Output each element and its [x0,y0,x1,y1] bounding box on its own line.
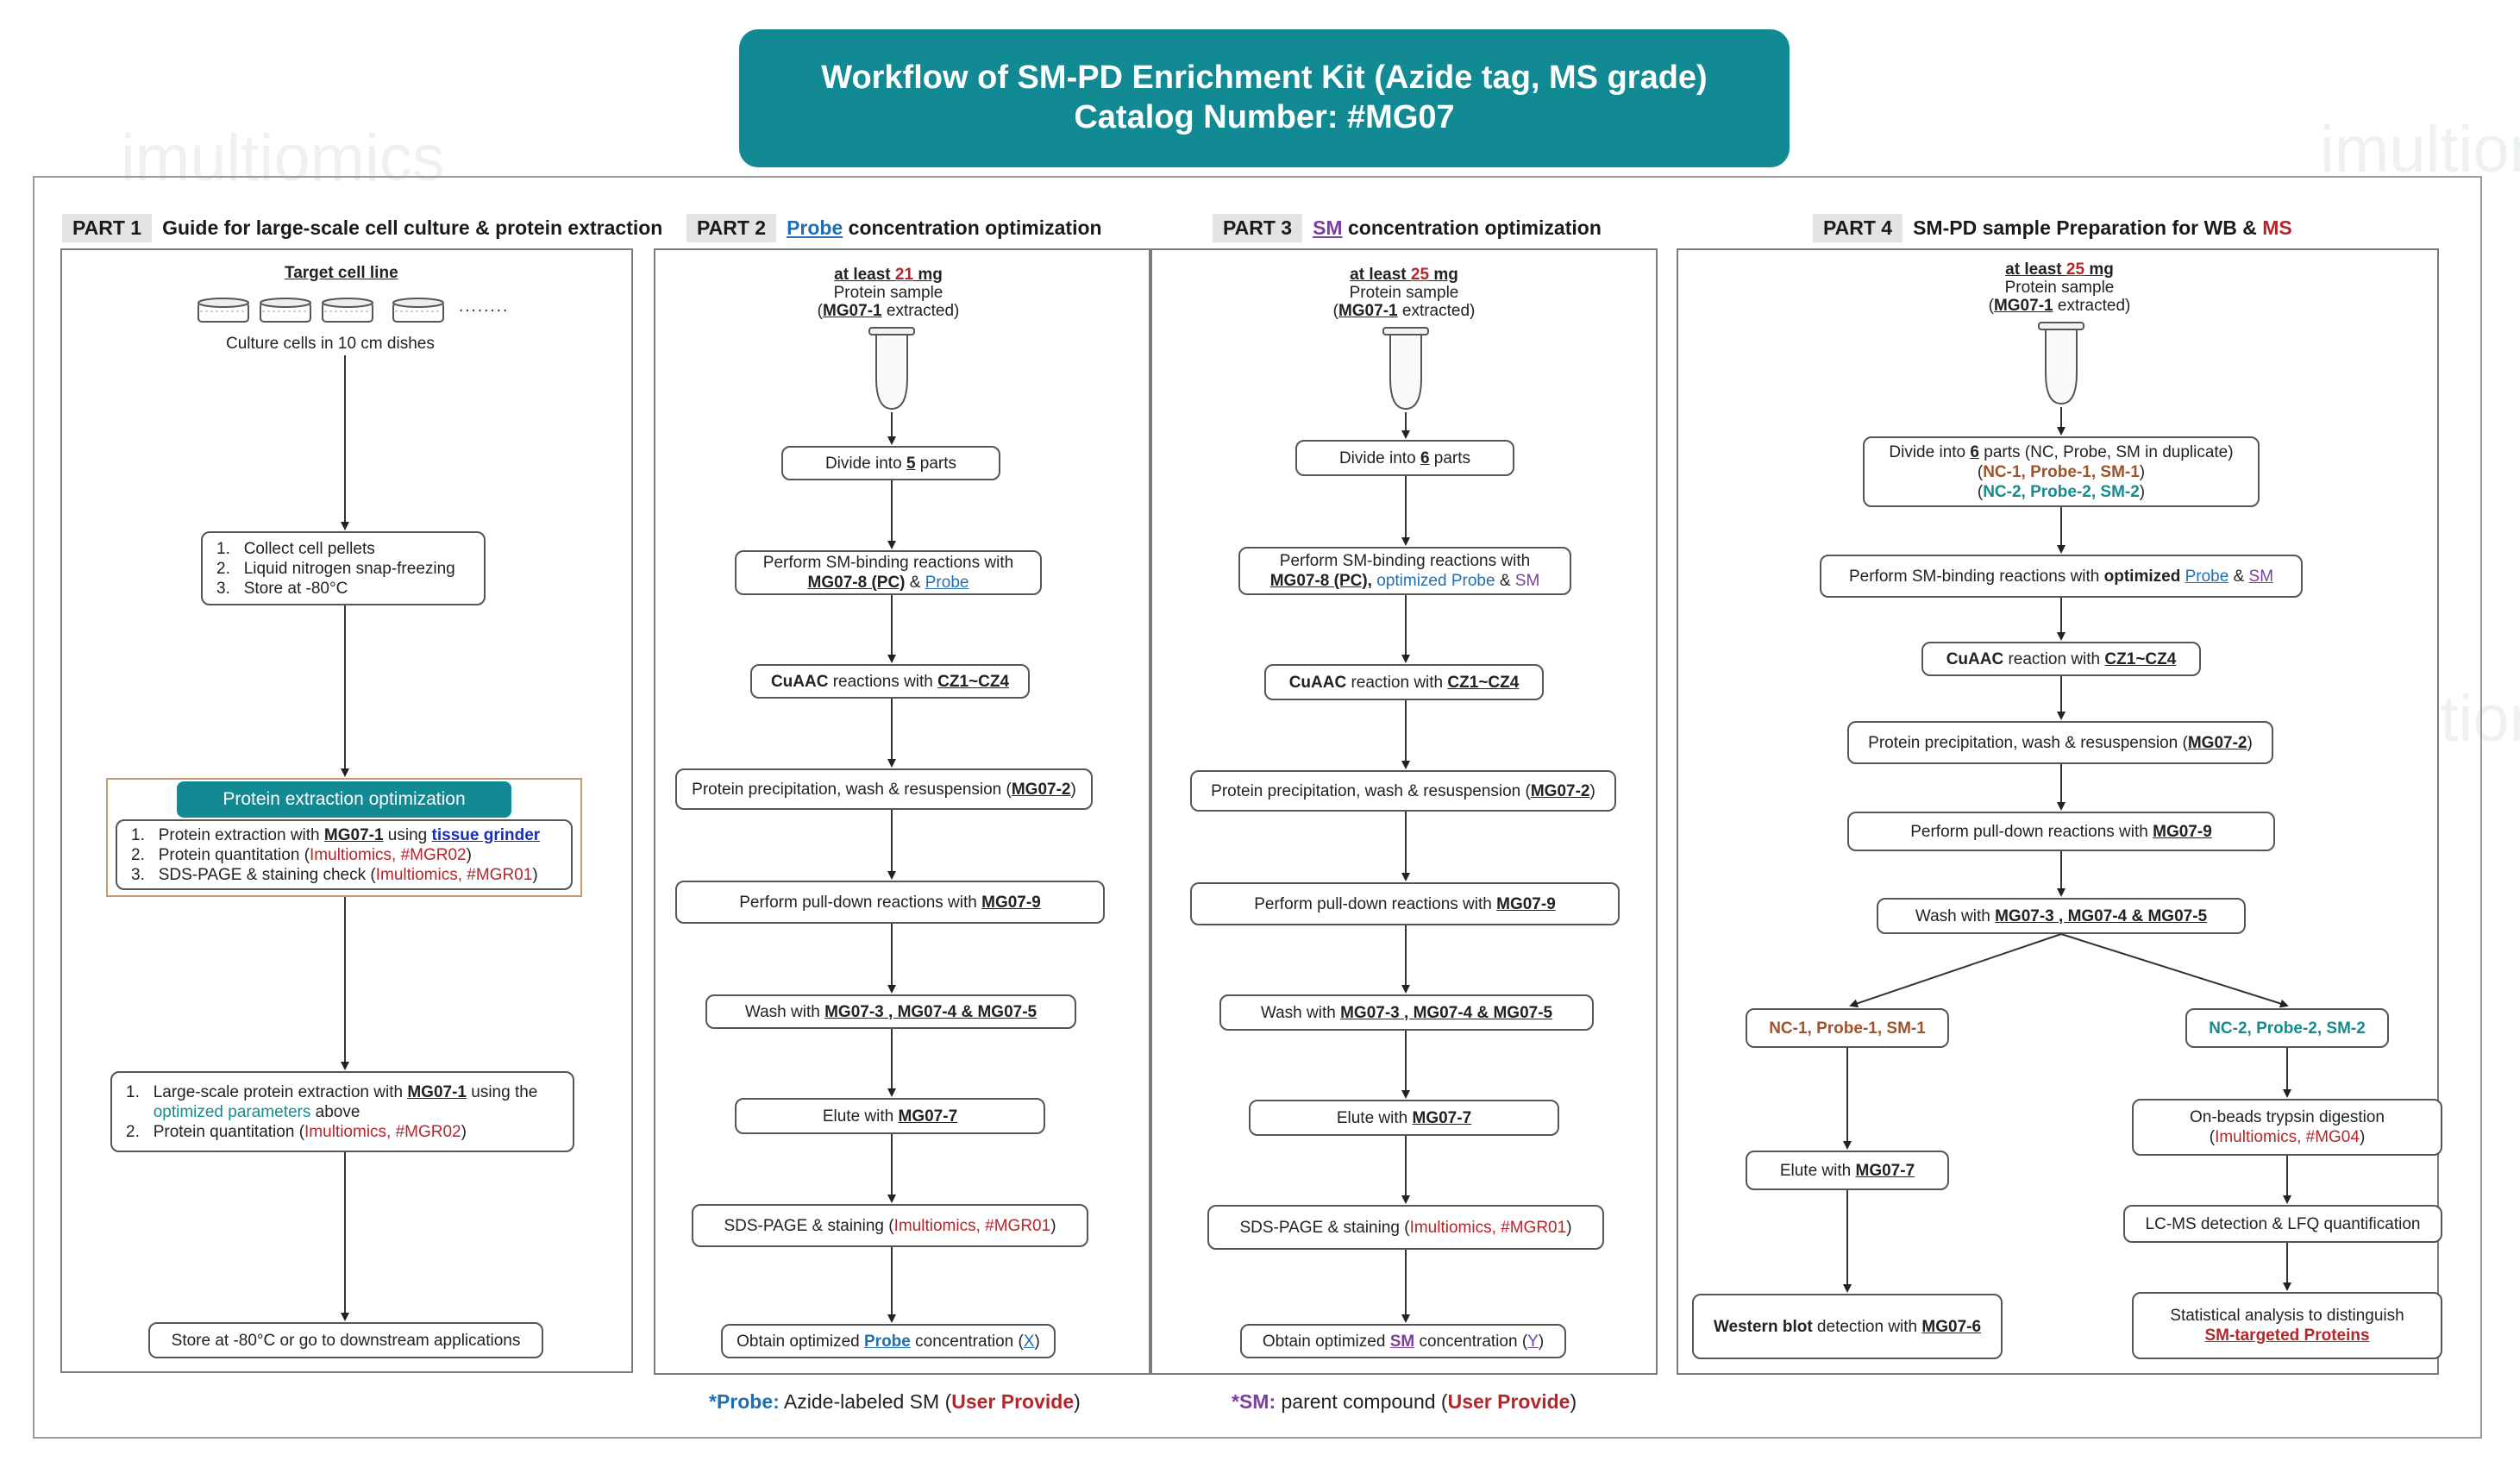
p3-precipitation: Protein precipitation, wash & resuspensi… [1190,770,1616,812]
watermark: imultiomics [121,122,445,195]
culture-dishes [197,298,444,323]
part1-heading-text: Guide for large-scale cell culture & pro… [162,216,663,239]
p4-precipitation: Protein precipitation, wash & resuspensi… [1847,721,2273,764]
p2-obtain: Obtain optimized Probe concentration (X) [721,1324,1056,1358]
tube-icon [2038,322,2084,405]
p3-divide: Divide into 6 parts [1295,440,1514,476]
title-line-1: Workflow of SM-PD Enrichment Kit (Azide … [821,60,1708,96]
p4-elute: Elute with MG07-7 [1746,1151,1949,1190]
p2-precipitation: Protein precipitation, wash & resuspensi… [675,768,1093,810]
collect-step: 1. Collect cell pellets [216,539,375,558]
p4-cuaac: CuAAC reaction with CZ1~CZ4 [1921,642,2201,676]
workflow-frame [33,176,2482,1439]
p4-wash: Wash with MG07-3 , MG07-4 & MG07-5 [1877,898,2246,934]
p4-trypsin: On-beads trypsin digestion(Imultiomics, … [2132,1099,2442,1156]
optimization-group [106,778,582,897]
p2-wash: Wash with MG07-3 , MG07-4 & MG07-5 [705,994,1076,1029]
target-cell-line-label: Target cell line [285,264,398,282]
part3-tag: PART 3 [1213,214,1303,242]
p4-lcms: LC-MS detection & LFQ quantification [2123,1205,2442,1243]
p4-western-blot: Western blot detection with MG07-6 [1692,1294,2003,1359]
optimization-steps-box: 1. Protein extraction with MG07-1 using … [116,819,573,890]
collect-steps-box: 1. Collect cell pellets 2. Liquid nitrog… [201,531,486,605]
dish-icon [392,298,444,323]
part1-heading: PART 1 Guide for large-scale cell culture… [62,214,662,242]
part2-tag: PART 2 [686,214,777,242]
culture-label: Culture cells in 10 cm dishes [226,335,435,353]
large-step: 1. Large-scale protein extraction with M… [126,1082,538,1101]
dish-icon [322,298,373,323]
p4-branch-right: NC-2, Probe-2, SM-2 [2185,1008,2389,1048]
tube-icon [868,327,915,411]
part4-sample-source: at least 25 mg Protein sample (MG07-1 ex… [1988,260,2131,315]
p2-divide: Divide into 5 parts [781,446,1000,480]
opt-step: 3. SDS-PAGE & staining check (Imultiomic… [131,865,538,884]
watermark: imultiomics [2320,113,2520,186]
part1-tag: PART 1 [62,214,153,242]
sm-footnote: *SM: parent compound (User Provide) [1232,1390,1577,1413]
p4-divide: Divide into 6 parts (NC, Probe, SM in du… [1863,436,2260,507]
p2-pulldown: Perform pull-down reactions with MG07-9 [675,881,1105,924]
part2-sample-source: at least 21 mg Protein sample (MG07-1 ex… [817,266,960,320]
p2-sds-page: SDS-PAGE & staining (Imultiomics, #MGR01… [692,1204,1088,1247]
p3-cuaac: CuAAC reaction with CZ1~CZ4 [1264,664,1544,700]
opt-step: 1. Protein extraction with MG07-1 using … [131,825,541,844]
p3-elute: Elute with MG07-7 [1249,1100,1559,1136]
part2-panel [654,248,1150,1375]
title-line-2: Catalog Number: #MG07 [1074,99,1455,135]
dish-icon [197,298,249,323]
optimization-title: Protein extraction optimization [177,781,511,818]
opt-step: 2. Protein quantitation (Imultiomics, #M… [131,845,472,864]
part3-sample-source: at least 25 mg Protein sample (MG07-1 ex… [1332,266,1476,320]
p3-sds-page: SDS-PAGE & staining (Imultiomics, #MGR01… [1207,1205,1604,1250]
p3-pulldown: Perform pull-down reactions with MG07-9 [1190,882,1620,925]
p3-obtain: Obtain optimized SM concentration (Y) [1240,1324,1566,1358]
page-title: Workflow of SM-PD Enrichment Kit (Azide … [739,29,1790,167]
p2-elute: Elute with MG07-7 [735,1098,1045,1134]
p2-cuaac: CuAAC reactions with CZ1~CZ4 [750,664,1030,699]
collect-step: 2. Liquid nitrogen snap-freezing [216,559,455,578]
p4-sm-binding: Perform SM-binding reactions with optimi… [1820,555,2303,598]
dish-icon [260,298,311,323]
collect-step: 3. Store at -80°C [216,579,348,598]
dishes-ellipsis: ........ [459,298,510,316]
p3-wash: Wash with MG07-3 , MG07-4 & MG07-5 [1219,994,1594,1031]
probe-footnote: *Probe: Azide-labeled SM (User Provide) [709,1390,1081,1413]
large-step: 2. Protein quantitation (Imultiomics, #M… [126,1122,467,1141]
large-step-cont: optimized parameters above [153,1102,360,1121]
p4-pulldown: Perform pull-down reactions with MG07-9 [1847,812,2275,851]
arrow [1849,933,2062,1008]
p4-branch-left: NC-1, Probe-1, SM-1 [1746,1008,1949,1048]
large-scale-box: 1. Large-scale protein extraction with M… [110,1071,574,1152]
tube-icon [1382,327,1429,411]
arrow [2060,933,2289,1008]
part4-tag: PART 4 [1813,214,1903,242]
store-box: Store at -80°C or go to downstream appli… [148,1322,543,1358]
